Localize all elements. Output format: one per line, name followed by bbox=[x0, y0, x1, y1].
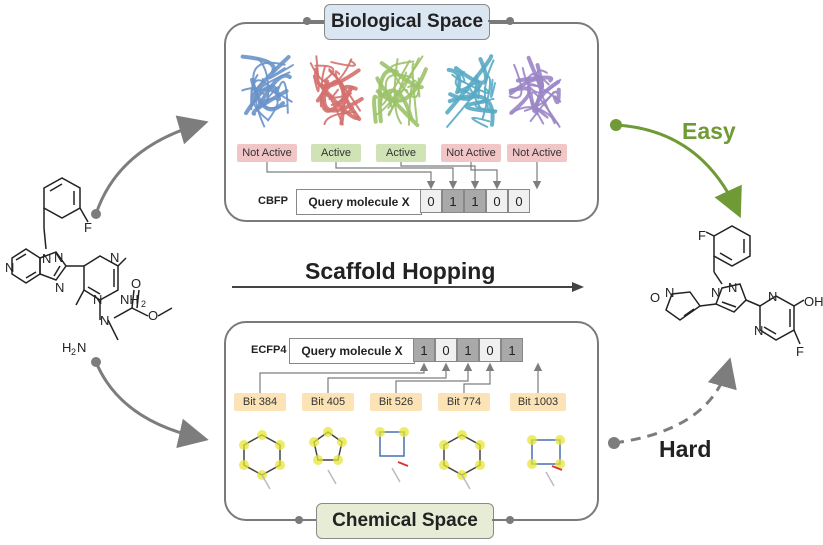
svg-text:2: 2 bbox=[141, 299, 146, 309]
cbfp-label: CBFP bbox=[258, 195, 288, 207]
easy-route-arrow bbox=[615, 123, 742, 219]
fragment-3 bbox=[375, 427, 409, 483]
svg-text:F: F bbox=[698, 228, 706, 243]
svg-text:N: N bbox=[100, 313, 109, 328]
svg-text:NH: NH bbox=[120, 292, 139, 307]
svg-text:N: N bbox=[54, 250, 63, 265]
svg-text:N: N bbox=[665, 285, 674, 300]
cbfp-bit-1: 0 bbox=[420, 189, 442, 213]
scaffold-hopping-label: Scaffold Hopping bbox=[305, 258, 496, 284]
easy-label: Easy bbox=[682, 118, 736, 144]
svg-text:N: N bbox=[754, 323, 763, 338]
svg-text:O: O bbox=[148, 308, 158, 323]
ecfp4-bit-5: 1 bbox=[501, 338, 523, 362]
svg-text:N: N bbox=[5, 260, 14, 275]
fragment-2 bbox=[309, 427, 347, 485]
svg-text:N: N bbox=[110, 250, 119, 265]
cbfp-bit-4: 0 bbox=[486, 189, 508, 213]
svg-text:F: F bbox=[84, 220, 92, 235]
ecfp4-label: ECFP4 bbox=[251, 344, 287, 356]
svg-text:H: H bbox=[62, 340, 71, 355]
protein-structure-4 bbox=[445, 54, 498, 128]
svg-text:F: F bbox=[796, 344, 804, 359]
ecfp4-bit-1: 1 bbox=[413, 338, 435, 362]
svg-text:N: N bbox=[77, 340, 86, 355]
svg-text:O: O bbox=[131, 276, 141, 291]
biological-space-title: Biological Space bbox=[324, 4, 490, 40]
bit-tag-405: Bit 405 bbox=[302, 393, 354, 411]
ecfp4-bit-4: 0 bbox=[479, 338, 501, 362]
hard-label: Hard bbox=[659, 436, 712, 462]
protein-structure-5 bbox=[508, 55, 562, 128]
protein-structure-3 bbox=[372, 55, 428, 128]
cbfp-bit-2: 1 bbox=[442, 189, 464, 213]
svg-text:2: 2 bbox=[71, 347, 76, 357]
cbfp-bit-3: 1 bbox=[464, 189, 486, 213]
activity-tag-2: Active bbox=[311, 144, 361, 162]
bio-query-molecule: Query molecule X bbox=[296, 189, 422, 215]
svg-text:N: N bbox=[711, 285, 720, 300]
activity-tag-3: Active bbox=[376, 144, 426, 162]
svg-text:O: O bbox=[650, 290, 660, 305]
fragment-5 bbox=[527, 435, 565, 487]
svg-text:N: N bbox=[42, 251, 51, 266]
chem-query-molecule: Query molecule X bbox=[289, 338, 415, 364]
bit-tag-1003: Bit 1003 bbox=[510, 393, 566, 411]
activity-tag-5: Not Active bbox=[507, 144, 567, 162]
bit-tag-774: Bit 774 bbox=[438, 393, 490, 411]
svg-text:N: N bbox=[55, 280, 64, 295]
hard-route-arrow bbox=[613, 357, 737, 445]
to-chemical-arrow bbox=[94, 361, 209, 449]
cbfp-bit-5: 0 bbox=[508, 189, 530, 213]
bit-tag-526: Bit 526 bbox=[370, 393, 422, 411]
protein-structure-2 bbox=[309, 55, 364, 126]
activity-tag-4: Not Active bbox=[441, 144, 501, 162]
svg-text:N: N bbox=[728, 280, 737, 295]
svg-text:N: N bbox=[93, 292, 102, 307]
svg-text:N: N bbox=[768, 289, 777, 304]
bit-tag-384: Bit 384 bbox=[234, 393, 286, 411]
ecfp4-bit-2: 0 bbox=[435, 338, 457, 362]
to-biological-arrow bbox=[94, 115, 209, 215]
protein-structure-1 bbox=[240, 54, 294, 128]
activity-tag-1: Not Active bbox=[237, 144, 297, 162]
chemical-space-title: Chemical Space bbox=[316, 503, 494, 539]
fragment-1 bbox=[239, 430, 285, 490]
ecfp4-bit-3: 1 bbox=[457, 338, 479, 362]
svg-text:OH: OH bbox=[804, 294, 823, 309]
fragment-4 bbox=[439, 430, 485, 490]
